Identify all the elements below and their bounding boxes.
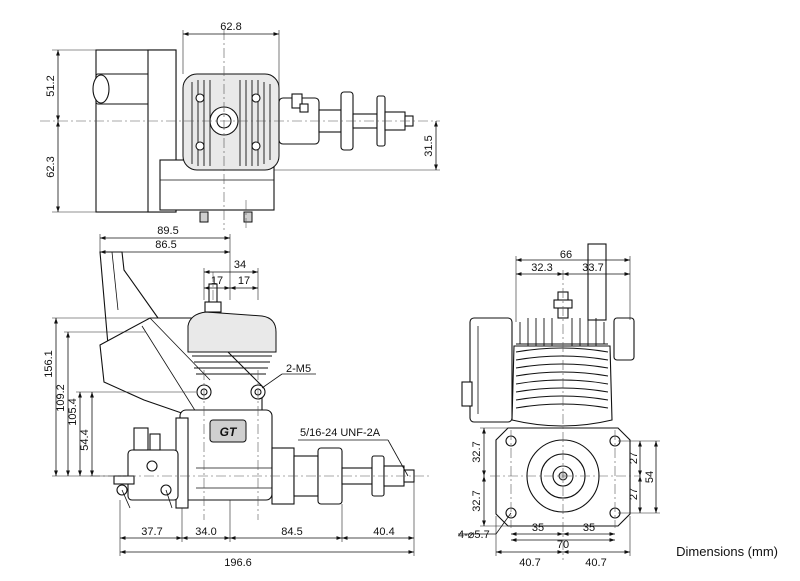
dim-62-8: 62.8 <box>220 21 241 33</box>
top-view <box>40 30 440 230</box>
dim-86-5: 86.5 <box>155 239 176 251</box>
callout-2-m5: 2-M5 <box>286 363 311 375</box>
dim-89-5: 89.5 <box>157 225 178 237</box>
dim-37-7: 37.7 <box>141 526 162 538</box>
gt-logo: GT <box>220 425 238 439</box>
cylinder-fins-front <box>516 318 608 346</box>
dim-196-6: 196.6 <box>224 557 252 569</box>
dim-40-7-right: 40.7 <box>585 557 606 569</box>
dim-105-4: 105.4 <box>67 398 79 426</box>
dim-66: 66 <box>560 249 572 261</box>
dim-34: 34 <box>234 259 246 271</box>
dim-27-upper: 27 <box>628 452 640 464</box>
dim-54: 54 <box>644 471 656 483</box>
callout-holes: 4-⌀5.7 <box>458 529 490 541</box>
logo-plate <box>209 419 247 443</box>
dim-35-left: 35 <box>532 522 544 534</box>
dim-40-4: 40.4 <box>373 526 394 538</box>
dim-17-left: 17 <box>211 275 223 287</box>
dim-17-right: 17 <box>238 275 250 287</box>
dim-109-2: 109.2 <box>55 384 67 412</box>
dim-33-7: 33.7 <box>582 262 603 274</box>
stack-front <box>587 243 607 321</box>
dim-27-lower: 27 <box>628 488 640 500</box>
dim-156-1: 156.1 <box>43 350 55 378</box>
front-view <box>458 243 660 560</box>
dim-40-7-left: 40.7 <box>519 557 540 569</box>
muffler-front <box>469 317 513 423</box>
dim-70: 70 <box>557 539 569 551</box>
dim-54-4: 54.4 <box>79 429 91 450</box>
dim-84-5: 84.5 <box>281 526 302 538</box>
callout-thread: 5/16-24 UNF-2A <box>300 427 381 439</box>
dim-35-right: 35 <box>583 522 595 534</box>
dim-62-3: 62.3 <box>45 156 57 177</box>
side-view: GT <box>52 234 430 556</box>
dim-32-7-upper: 32.7 <box>471 441 483 462</box>
dim-31-5: 31.5 <box>423 135 435 156</box>
caption: Dimensions (mm) <box>676 544 778 559</box>
head-cover <box>187 311 277 353</box>
dim-32-7-lower: 32.7 <box>471 490 483 511</box>
dim-34-0: 34.0 <box>195 526 216 538</box>
dim-32-3: 32.3 <box>531 262 552 274</box>
dim-51-2: 51.2 <box>45 75 57 96</box>
